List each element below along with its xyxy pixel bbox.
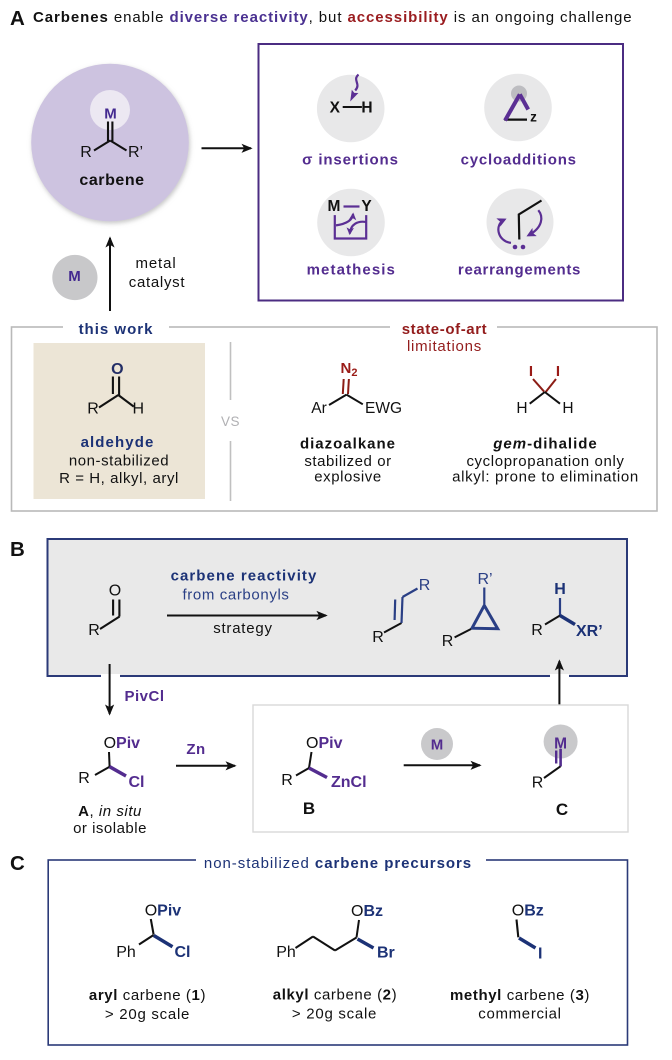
svg-text:C: C xyxy=(10,852,25,875)
svg-text:cyclopropanation only: cyclopropanation only xyxy=(466,453,624,470)
svg-text:OBz: OBz xyxy=(351,903,383,920)
svg-text:I: I xyxy=(556,363,560,380)
svg-text:z: z xyxy=(530,110,537,125)
svg-text:non-stabilized: non-stabilized xyxy=(69,453,169,470)
svg-text:R: R xyxy=(80,144,92,161)
svg-text:R’: R’ xyxy=(128,144,143,161)
svg-text:stabilized or: stabilized or xyxy=(304,453,391,470)
svg-text:Ph: Ph xyxy=(116,944,136,961)
svg-text:strategy: strategy xyxy=(213,620,273,637)
svg-text:aldehyde: aldehyde xyxy=(81,434,155,451)
svg-text:Cl: Cl xyxy=(129,774,145,791)
svg-text:H: H xyxy=(133,401,145,418)
svg-text:H: H xyxy=(554,581,566,598)
svg-text:carbene reactivity: carbene reactivity xyxy=(171,568,318,585)
svg-text:Ph: Ph xyxy=(276,944,296,961)
svg-text:PivCl: PivCl xyxy=(125,688,165,705)
svg-text:A, in situ: A, in situ xyxy=(78,803,142,820)
svg-text:methyl carbene (3): methyl carbene (3) xyxy=(450,987,590,1004)
svg-text:metathesis: metathesis xyxy=(307,262,396,279)
svg-text:I: I xyxy=(529,363,533,380)
svg-text:R: R xyxy=(87,401,99,418)
svg-text:M: M xyxy=(104,106,117,123)
svg-text:R: R xyxy=(531,622,543,639)
svg-text:XR’: XR’ xyxy=(576,623,603,640)
svg-text:alkyl: prone to elimination: alkyl: prone to elimination xyxy=(452,469,639,486)
svg-text:I: I xyxy=(538,946,542,963)
svg-text:R: R xyxy=(419,577,431,594)
svg-text:> 20g scale: > 20g scale xyxy=(292,1006,377,1023)
svg-text:M: M xyxy=(68,268,81,285)
svg-text:Cl: Cl xyxy=(175,944,191,961)
svg-text:C: C xyxy=(556,800,568,819)
svg-text:> 20g scale: > 20g scale xyxy=(105,1006,190,1023)
svg-text:R = H, alkyl, aryl: R = H, alkyl, aryl xyxy=(59,470,179,487)
svg-text:H: H xyxy=(361,100,372,117)
svg-text:OPiv: OPiv xyxy=(104,735,141,752)
svg-text:Y: Y xyxy=(361,198,372,215)
svg-text:OPiv: OPiv xyxy=(145,903,182,920)
svg-text:alkyl carbene (2): alkyl carbene (2) xyxy=(273,987,397,1004)
svg-text:non-stabilized carbene precurs: non-stabilized carbene precursors xyxy=(204,855,472,872)
svg-text:cycloadditions: cycloadditions xyxy=(461,152,577,169)
svg-text:explosive: explosive xyxy=(314,469,381,486)
svg-text:catalyst: catalyst xyxy=(129,274,186,291)
svg-text:H: H xyxy=(562,400,573,417)
svg-text:R: R xyxy=(442,633,454,650)
svg-text:EWG: EWG xyxy=(365,400,402,417)
svg-text:R’: R’ xyxy=(477,571,492,588)
svg-text:gem-dihalide: gem-dihalide xyxy=(492,436,598,453)
svg-text:M: M xyxy=(431,737,444,754)
svg-text:diazoalkane: diazoalkane xyxy=(300,436,396,453)
svg-text:VS: VS xyxy=(221,414,240,429)
svg-text:state-of-art: state-of-art xyxy=(402,321,488,338)
svg-text:this work: this work xyxy=(79,321,154,338)
svg-text:Ar: Ar xyxy=(311,400,327,417)
svg-text:R: R xyxy=(372,629,384,646)
svg-text:OPiv: OPiv xyxy=(306,735,343,752)
svg-text:X: X xyxy=(330,100,341,117)
svg-text:from carbonyls: from carbonyls xyxy=(182,587,289,604)
svg-text:R: R xyxy=(281,772,293,789)
svg-text:limitations: limitations xyxy=(407,338,482,355)
svg-text:M: M xyxy=(328,198,341,215)
svg-text:Zn: Zn xyxy=(186,741,205,758)
svg-text:or isolable: or isolable xyxy=(73,820,147,837)
svg-text:H: H xyxy=(516,400,527,417)
svg-text:rearrangements: rearrangements xyxy=(458,262,581,279)
svg-text:σ insertions: σ insertions xyxy=(302,152,399,169)
svg-text:Carbenes enable diverse reacti: Carbenes enable diverse reactivity, but … xyxy=(33,9,633,26)
svg-text:B: B xyxy=(303,799,315,818)
svg-text:ZnCl: ZnCl xyxy=(331,774,367,791)
svg-text:A: A xyxy=(10,7,25,30)
svg-text:carbene: carbene xyxy=(79,172,144,189)
svg-text:R: R xyxy=(78,770,90,787)
svg-text:R: R xyxy=(88,622,100,639)
svg-text:O: O xyxy=(109,583,121,600)
svg-text:O: O xyxy=(111,361,123,378)
svg-text:OBz: OBz xyxy=(512,903,544,920)
svg-text:M: M xyxy=(554,736,567,753)
svg-text:Br: Br xyxy=(377,945,395,962)
svg-text:commercial: commercial xyxy=(478,1006,561,1023)
svg-text:B: B xyxy=(10,538,25,561)
svg-text:metal: metal xyxy=(135,255,176,272)
svg-text:aryl carbene (1): aryl carbene (1) xyxy=(89,987,206,1004)
svg-text:R: R xyxy=(532,775,544,792)
